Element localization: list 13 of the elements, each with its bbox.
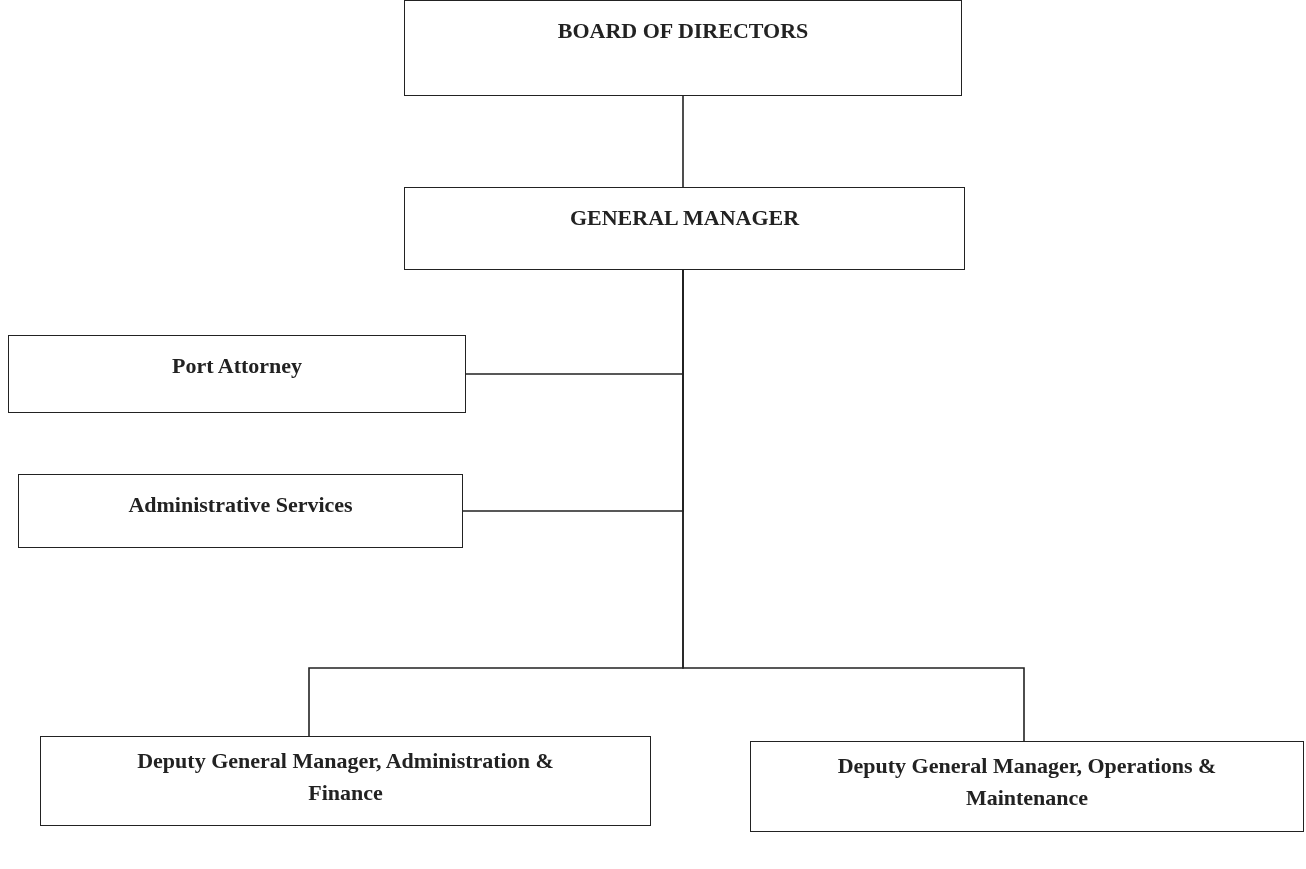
position-title: GENERAL MANAGER [569, 204, 800, 232]
position-title: Port Attorney [171, 352, 303, 380]
position-title: Deputy General Manager, Administration & Finance [136, 747, 555, 807]
position-box [18, 474, 463, 548]
position-title: Deputy General Manager, Operations & Maintenance [836, 752, 1218, 812]
connector-line [682, 95, 684, 188]
position-title: BOARD OF DIRECTORS [557, 17, 809, 45]
position-box [404, 0, 962, 96]
position-box [40, 736, 651, 826]
position-title: Administrative Services [128, 491, 353, 519]
position-box [8, 335, 466, 413]
position-box [750, 741, 1304, 832]
position-box [404, 187, 965, 270]
